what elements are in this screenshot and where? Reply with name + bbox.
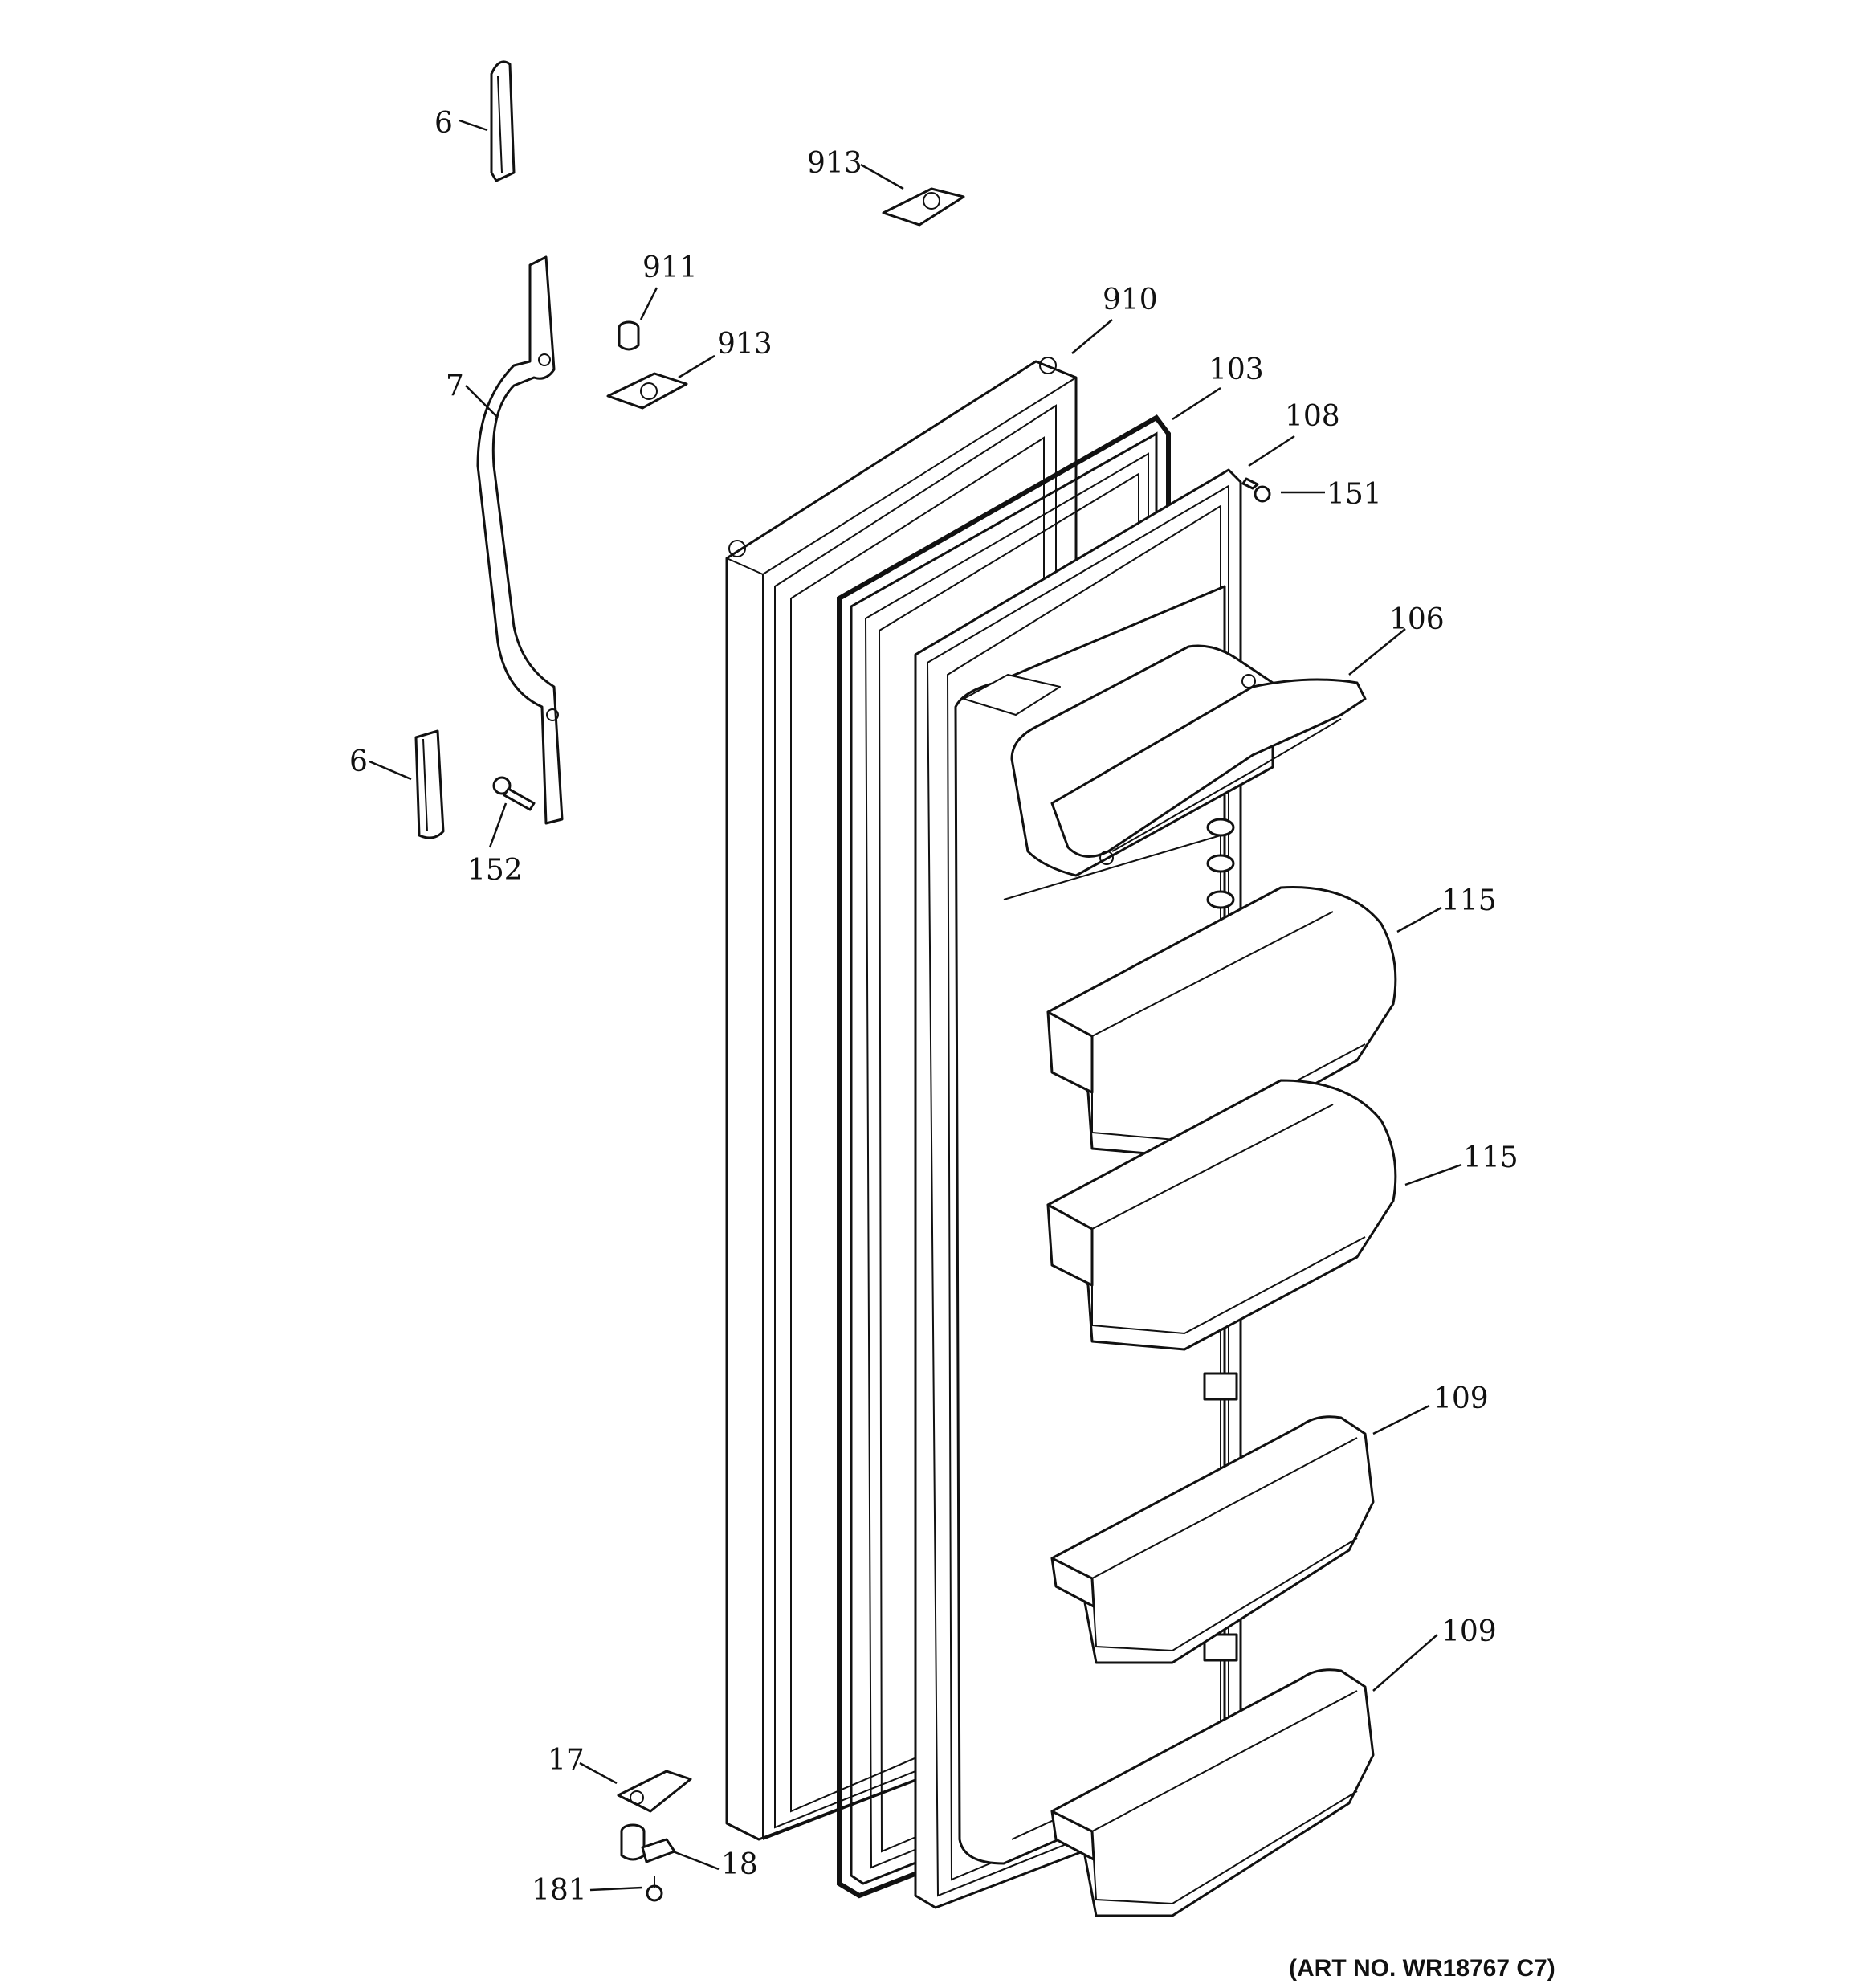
callout-17: 17 <box>548 1744 585 1777</box>
handle-end-cap-bottom <box>414 729 445 839</box>
callout-913-lower: 913 <box>717 328 773 361</box>
callout-103: 103 <box>1209 353 1264 386</box>
callout-109-upper: 109 <box>1433 1382 1489 1415</box>
callout-7: 7 <box>446 369 464 402</box>
leader-lines <box>369 119 1462 1892</box>
callout-152: 152 <box>467 854 523 887</box>
door-shelf-bin-upper <box>1046 886 1397 1158</box>
callout-106: 106 <box>1389 603 1445 636</box>
callout-181: 181 <box>532 1874 587 1907</box>
callout-115-lower: 115 <box>1463 1141 1519 1174</box>
callout-151: 151 <box>1327 478 1382 511</box>
bottom-hinge-bracket <box>617 1770 692 1813</box>
gallon-bin-upper <box>1050 1415 1375 1664</box>
hinge-screw <box>646 1876 663 1902</box>
door-handle <box>476 255 564 825</box>
hinge-cover-lower <box>606 372 688 410</box>
callout-6-top: 6 <box>434 107 453 140</box>
door-shelf-bin-lower <box>1046 1079 1397 1351</box>
callout-911: 911 <box>642 251 698 284</box>
callout-18: 18 <box>721 1848 758 1881</box>
callout-109-lower: 109 <box>1441 1615 1497 1648</box>
callout-910: 910 <box>1103 284 1158 316</box>
liner-screw <box>1241 477 1271 503</box>
callout-6-bottom: 6 <box>349 745 368 778</box>
dairy-bin <box>1010 644 1367 877</box>
callout-913-top: 913 <box>807 147 862 180</box>
handle-end-cap-top <box>490 60 516 182</box>
callout-108: 108 <box>1285 400 1340 433</box>
hinge-plug <box>618 320 640 351</box>
hinge-cover-upper <box>882 187 965 227</box>
gallon-bin-lower <box>1050 1668 1375 1917</box>
hinge-pin-bushing <box>620 1823 676 1863</box>
art-number: (ART NO. WR18767 C7) <box>1289 1955 1555 1982</box>
callout-115-upper: 115 <box>1441 884 1497 917</box>
callout-labels: 6 913 911 913 910 7 103 108 151 106 6 15… <box>349 107 1519 1907</box>
handle-screw <box>492 776 536 811</box>
